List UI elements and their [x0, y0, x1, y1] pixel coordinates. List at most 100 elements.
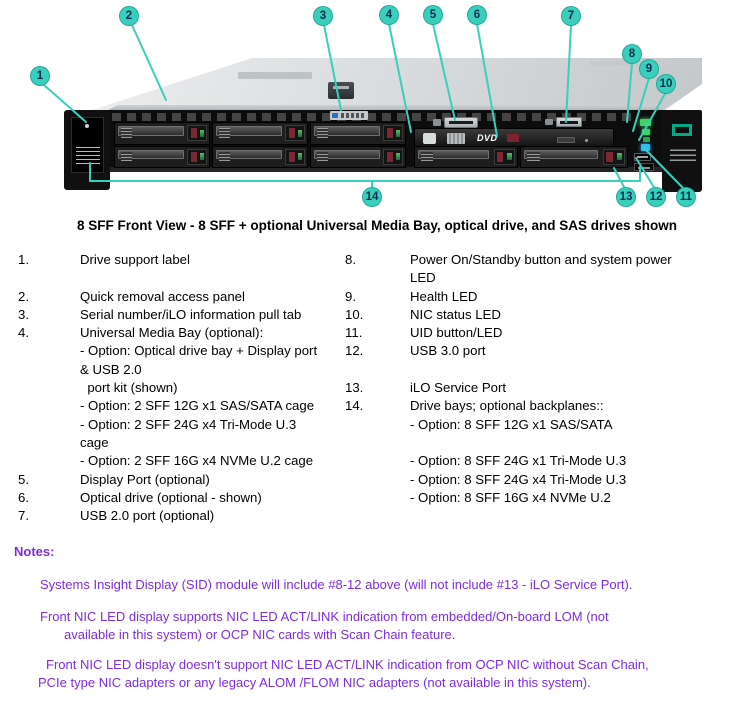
tray-latch	[493, 149, 515, 165]
usb3-port	[634, 153, 651, 161]
tray-tlabel	[316, 152, 328, 161]
drive-tray	[114, 146, 210, 168]
optical-drive: DVD	[414, 128, 614, 147]
callout-drive-bays: 14	[362, 187, 382, 207]
part-description: USB 3.0 port	[410, 343, 486, 359]
parts-row: LED	[0, 269, 754, 287]
tray-tlabel	[316, 128, 328, 138]
tray-latch	[187, 149, 208, 165]
callout-optical-drive: 6	[467, 5, 487, 25]
parts-row: 3. Serial number/iLO information pull tab…	[0, 306, 754, 324]
tray-handle	[418, 149, 490, 159]
part-number	[0, 269, 80, 287]
tray-tlabel	[421, 152, 434, 161]
part-description: iLO Service Port	[410, 380, 507, 396]
part-description: LED	[410, 270, 436, 286]
part-number: 12.	[345, 343, 364, 359]
drive-tray	[414, 146, 518, 168]
access-panel-front-edge	[104, 105, 662, 112]
part-number	[0, 379, 80, 397]
tray-latch	[383, 149, 404, 165]
tray-handle	[117, 149, 184, 159]
note-text: Front NIC LED display doesn't support NI…	[46, 657, 649, 673]
callout-usb2-port: 7	[561, 6, 581, 26]
chassis-bottom-lip	[86, 167, 698, 172]
tray-latch	[602, 149, 625, 165]
parts-row: port kit (shown)13.iLO Service Port	[0, 379, 754, 397]
vent-strip	[112, 113, 636, 121]
part-number	[345, 434, 410, 452]
part-number: 3.	[18, 306, 29, 322]
part-description: Health LED	[410, 288, 478, 304]
disc-logo	[423, 133, 436, 144]
drive-tray	[114, 122, 210, 145]
part-description: - Option: 8 SFF 16G x4 NVMe U.2	[410, 489, 611, 505]
part-description: - Option: 2 SFF 16G x4 NVMe U.2 cage	[80, 453, 314, 469]
parts-row: 6.Optical drive (optional - shown)- Opti…	[0, 489, 754, 507]
part-number	[0, 342, 80, 360]
display-port-icon	[433, 119, 441, 126]
part-description: Drive bays; optional backplanes::	[410, 398, 604, 414]
part-number: 1.	[18, 252, 29, 267]
tray-handle	[524, 149, 599, 159]
part-description	[410, 434, 754, 452]
usb-icon	[545, 119, 553, 125]
uid-button-led	[641, 144, 650, 151]
part-description: - Option: Optical drive bay + Display po…	[80, 343, 318, 359]
optical-activity-led	[585, 139, 588, 142]
part-number	[345, 471, 410, 489]
tray-handle	[313, 125, 380, 136]
dvd-logo: DVD	[477, 133, 498, 143]
part-number	[0, 361, 80, 379]
part-description: NIC status LED	[410, 306, 501, 322]
parts-row: - Option: 2 SFF 16G x4 NVMe U.2 cage - Op…	[0, 452, 754, 470]
part-description: Power On/Standby button and system power	[410, 252, 672, 267]
parts-row: & USB 2.0	[0, 361, 754, 379]
drive-tray	[212, 146, 308, 168]
part-description: - Option: 2 SFF 24G x4 Tri-Mode U.3	[80, 416, 297, 432]
part-number	[345, 269, 410, 287]
part-number: 2.	[18, 288, 29, 304]
tray-latch	[187, 125, 208, 142]
part-description: Drive support label	[80, 252, 190, 267]
tray-latch	[383, 125, 404, 142]
part-description: Quick removal access panel	[80, 288, 245, 304]
part-number: 14.	[345, 398, 364, 414]
part-description: Serial number/iLO information pull tab	[80, 306, 302, 322]
part-description: USB 2.0 port (optional)	[80, 508, 215, 524]
optical-eject-button	[557, 137, 575, 143]
drive-tray	[212, 122, 308, 145]
note-text: available in this system) or OCP NIC car…	[64, 627, 456, 643]
part-number: 7.	[18, 508, 29, 524]
part-description: port kit (shown)	[80, 380, 178, 396]
parts-row: 5.Display Port (optional)- Option: 8 SFF…	[0, 471, 754, 489]
part-number: 9.	[345, 288, 356, 304]
figure-caption: 8 SFF Front View - 8 SFF + optional Univ…	[76, 218, 677, 233]
usb2-port	[556, 117, 582, 127]
part-number	[345, 361, 410, 379]
tray-handle	[215, 149, 282, 159]
parts-row: cage	[0, 434, 754, 452]
part-description: Optical drive (optional - shown)	[80, 489, 262, 505]
note-text: Systems Insight Display (SID) module wil…	[40, 577, 633, 593]
tray-handle	[313, 149, 380, 159]
part-description: - Option: 8 SFF 24G x1 Tri-Mode U.3	[410, 453, 627, 469]
tray-latch	[285, 125, 306, 142]
parts-row: 2. Quick removal access panel 9. Health LED	[0, 288, 754, 306]
part-description: Display Port (optional)	[80, 471, 210, 487]
model-label	[670, 146, 696, 161]
part-number	[0, 452, 80, 470]
callout-drive-support-label: 1	[30, 66, 50, 86]
part-description: cage	[80, 434, 109, 450]
parts-row: - Option: Optical drive bay + Display po…	[0, 342, 754, 360]
parts-row: 7. USB 2.0 port (optional)	[0, 507, 754, 525]
lid-etching	[238, 72, 312, 79]
display-port	[444, 117, 478, 128]
nic-status-led	[643, 137, 650, 142]
serial-pull-tab	[330, 111, 368, 120]
callout-universal-media-bay: 4	[379, 5, 399, 25]
access-panel-latch	[328, 82, 354, 99]
